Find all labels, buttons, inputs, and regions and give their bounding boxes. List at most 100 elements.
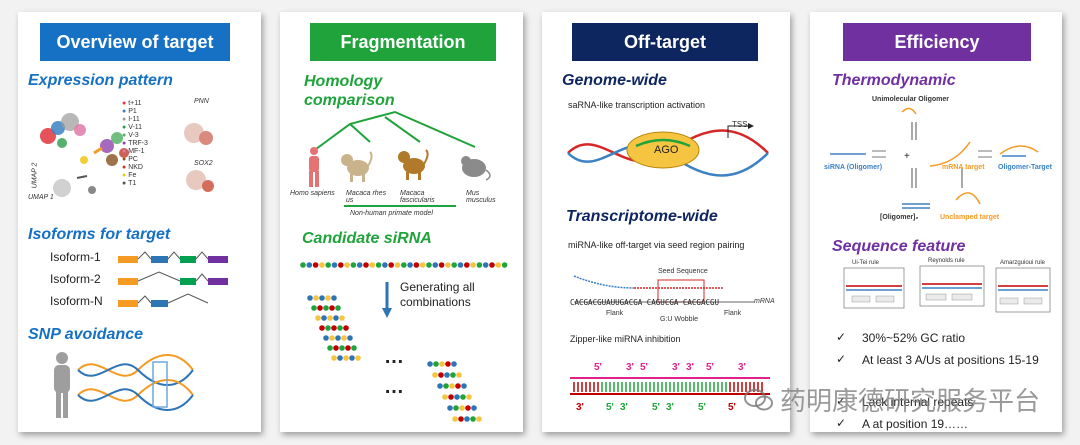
sequence-bead [375,262,382,268]
sequence-bead [438,262,445,268]
isoform-n-label: Isoform-N [50,294,103,308]
check-icon: ✓ [836,352,847,366]
species-mus-musculus: Mus musculus [466,190,496,204]
sequence-bead [457,262,464,268]
check-icon: ✓ [836,394,847,408]
position-19-bullet: A at position 19…… [862,417,969,431]
sequence-bead [444,372,450,378]
sequence-bead [432,262,439,268]
sequence-bead [451,262,457,268]
sequence-bead [325,325,331,331]
zipper-label-top-3p-2: 3' [672,362,680,373]
sequence-bead [319,262,325,268]
svg-text:+: + [904,151,910,162]
sequence-bead [382,262,388,268]
offtarget-banner: Off-target [572,23,758,61]
sequence-bead [458,416,464,422]
sequence-bead [323,305,329,311]
efficiency-banner: Efficiency [843,23,1031,61]
sequence-bead [363,262,369,268]
legend-item: ● I-11 [122,116,140,123]
sequence-bead [443,383,449,389]
sequence-bead [437,383,443,389]
sequence-bead [355,355,361,361]
fragmentation-banner: Fragmentation [310,23,496,61]
macaque-fascicularis-icon [398,149,429,180]
watermark: 药明康德研究服务平台 [743,381,1040,418]
sequence-bead [321,315,327,321]
sequence-bead [454,394,460,400]
sequence-bead [460,394,466,400]
umap-x-label: UMAP 1 [28,194,54,201]
watermark-text: 药明康德研究服务平台 [779,387,1040,417]
legend-item: ● P1 [122,108,137,115]
genome-wide-heading: Genome-wide [562,72,667,89]
sequence-bead [327,345,333,351]
sequence-bead [501,262,508,268]
offtarget-panel: Off-target Genome-wide saRNA-like transc… [542,12,790,432]
sequence-bead [455,383,461,389]
sequence-bead [464,416,470,422]
isoform-1-label: Isoform-1 [50,250,101,264]
isoform-exon-diagram [118,251,228,307]
sequence-bead [329,335,335,341]
sequence-bead [350,262,357,268]
zipper-mirna-graphic [570,377,770,395]
sequence-bead [325,295,331,301]
mrna-sequence: CACGACGUAUUGACGA CAGUCGA CACGACGU [570,298,720,307]
zipper-label-bottom-3p-2: 3' [620,402,628,413]
sequence-bead [471,405,477,411]
gu-wobble-label: G:U Wobble [660,316,698,323]
gc-ratio-bullet: 30%~52% GC ratio [862,331,966,345]
nhp-underline [344,205,456,207]
nhp-model-label: Non-human primate model [350,210,433,217]
sequence-bead [427,361,433,367]
sequence-bead [347,335,353,341]
sequence-bead [394,262,401,268]
isoform-1-exons [118,251,228,263]
umap-y-label: UMAP 2 [31,162,39,189]
seed-sequence-label: Seed Sequence [658,268,708,275]
overview-banner: Overview of target [40,23,230,61]
legend-item: ● PC [122,156,138,163]
thermo-equilibrium-graphic: + [830,107,1039,209]
zipper-label-top-3p-3: 3' [686,362,694,373]
zipper-desc: Zipper-like miRNA inhibition [570,334,681,344]
sequence-bead [337,325,343,331]
rule-label-amarzguioui: Amarzguioui rule [1000,260,1046,266]
sequence-bead [323,335,329,341]
sequence-bead [445,361,451,367]
sequence-bead [450,372,456,378]
gene-label-sox2: SOX2 [194,160,213,167]
gene-label-pnn: PNN [194,98,209,105]
zipper-label-bottom-3p-1: 3' [576,402,584,413]
sequence-bead [426,262,432,268]
overview-panel: Overview of target Expression pattern UM… [18,12,261,432]
efficiency-panel: Efficiency Thermodynamic Unimolecular Ol… [810,12,1062,432]
ago-label: AGO [654,144,679,156]
sequence-bead [338,262,344,268]
sequence-bead [329,305,335,311]
sequence-bead [331,262,338,268]
isoforms-heading: Isoforms for target [28,226,171,243]
macaque-rhesus-icon [341,151,373,182]
sequence-bead [339,315,345,321]
rule-label-reynolds: Reynolds rule [928,258,965,264]
sequence-bead [344,262,350,268]
sequence-bead [300,262,306,268]
sirna-oligomer-label: siRNA (Oligomer) [824,164,883,171]
species-macaca-rhesus: Macaca rhes us [346,190,387,204]
sequence-bead [317,305,323,311]
ellipsis-2: … [384,376,404,398]
dna-helix-icon [77,354,194,411]
sequence-bead [432,372,438,378]
transcriptome-wide-heading: Transcriptome-wide [566,208,718,225]
sequence-bead [453,405,459,411]
candidate-bead-staircase-right [427,361,482,422]
sequence-bead [343,325,349,331]
sequence-bead [482,262,489,268]
fragmentation-panel: Fragmentation Homology comparison Homo s… [280,12,523,432]
sequence-bead [470,262,476,268]
sequence-bead [345,345,351,351]
thermodynamic-heading: Thermodynamic [832,72,956,89]
